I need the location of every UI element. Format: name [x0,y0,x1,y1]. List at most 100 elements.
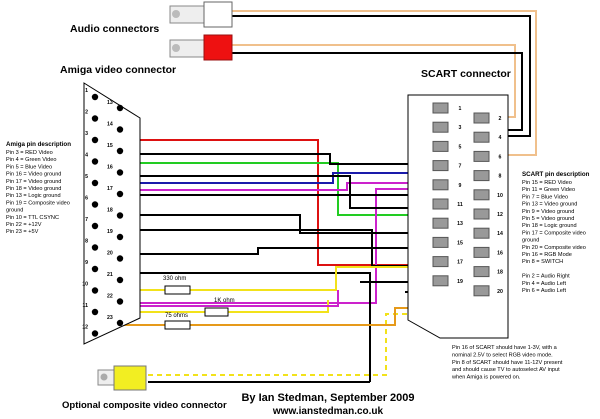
blue-video-wire [95,172,433,184]
scart-description-line: ground [522,238,539,244]
scart-description-line: Pin 17 = Composite video [522,230,586,236]
scart-description-line: Pin 20 = Composite video [522,245,586,251]
scart-pin-5 [432,140,449,152]
scart-pin-label: 19 [457,279,463,285]
resistor-75-ohms-label: 75 ohms [165,313,188,319]
amiga-pin-23 [116,319,124,327]
amiga-pin-14 [116,126,124,133]
amiga-pin-label: 1 [85,88,88,94]
red-video-wire [95,139,433,266]
amiga-pin-21 [116,276,124,284]
ground-wire-4 [120,214,433,234]
scart-connector-heading: SCART connector [421,68,511,80]
scart-description-line: Pin 7 = Blue Video [522,194,568,200]
scart-pin-label: 16 [497,250,503,256]
note-line: when Amiga is powered on. [451,375,521,381]
audio-wire-white [232,10,537,156]
scart-pin-label: 18 [497,270,503,276]
amiga-pin-7 [91,222,99,230]
scart-pin-label: 7 [459,164,462,170]
scart-description-line: Pin 4 = Audio Left [522,281,566,287]
scart-description-line: Pin 11 = Green Video [522,187,575,193]
amiga-pin-label: 3 [85,131,88,137]
scart-pin-label: 14 [497,231,503,237]
audio-plug-white [169,1,233,28]
amiga-pin-12 [91,330,99,337]
amiga-pin-1 [91,93,99,101]
amiga-video-connector-heading: Amiga video connector [60,64,176,76]
note-line: and should cause TV to autoselect AV inp… [452,367,560,373]
amiga-pin-18 [116,212,124,219]
amiga-description-line: Pin 10 = TTL CSYNC [6,215,59,221]
amiga-pin-5 [91,179,99,187]
amiga-pin-4 [91,158,99,165]
scart-pin-label: 10 [497,193,503,199]
note-line: nominal 2.5V to select RGB video mode. [452,352,553,358]
scart-pin-label: 3 [459,125,462,131]
scart-pin-label: 12 [497,212,503,218]
audio-plug-red [169,34,233,61]
amiga-pin-label: 15 [107,143,113,149]
scart-pin-label: 9 [459,183,462,189]
scart-description-line: Pin 15 = RED Video [522,180,572,186]
amiga-pin-label: 7 [85,217,88,223]
scart-pin-6 [473,150,490,162]
amiga-pin-label: 4 [85,153,88,159]
audio-black-wire-a [232,15,531,137]
amiga-description-line: Pin 18 = Video ground [6,186,61,192]
scart-pin-13 [432,217,449,229]
scart-pin-19 [432,275,449,287]
scart-pin-18 [473,266,490,278]
amiga-pin-13 [116,104,124,112]
scart-description-line: Pin 9 = Video ground [522,209,574,215]
amiga-pin-label: 16 [107,165,113,171]
scart-pin-12 [473,208,490,220]
amiga-pin-label: 8 [85,239,88,245]
amiga-pin-label: 14 [107,122,113,128]
amiga-pin-label: 6 [85,196,88,202]
amiga-description-line: Pin 23 = +5V [6,229,39,235]
scart-pin-11 [432,198,449,210]
magenta-mid-wire [120,290,339,307]
amiga-pin-11 [91,308,99,316]
amiga-pin-label: 21 [107,272,113,278]
scart-pin-label: 15 [457,240,463,246]
scart-pin-label: 8 [499,174,502,180]
website-url: www.ianstedman.co.uk [272,406,384,417]
credit-line: By Ian Stedman, September 2009 [241,392,414,404]
ground-wire-6 [120,247,433,255]
amiga-pin-label: 2 [85,110,88,116]
scart-pin-16 [473,246,490,258]
scart-description-line: Pin 2 = Audio Right [522,274,570,280]
amiga-pin-8 [91,244,99,251]
scart-description-line: Pin 6 = Audio Left [522,288,566,294]
amiga-pin-label: 5 [85,174,88,180]
ground-wire-1 [95,153,433,165]
amiga-description-line: Pin 17 = Video ground [6,179,61,185]
amiga-pin-label: 11 [83,303,89,309]
amiga-description-line: Pin 22 = +12V [6,222,42,228]
amiga-description-line: Pin 4 = Green Video [6,157,56,163]
scart-pin-20 [473,285,490,297]
scart-pin-14 [473,227,490,239]
scart-pin-4 [473,131,490,143]
scart-pin-description-title: SCART pin description [522,171,590,178]
scart-pin-label: 1 [459,106,462,112]
scart-pin-9 [432,179,449,191]
amiga-pin-16 [116,169,124,176]
resistor-330-ohm [164,285,191,295]
scart-description-line: Pin 13 = Video ground [522,202,577,208]
scart-pin-label: 13 [457,221,463,227]
scart-description-line: Pin 8 = SWITCH [522,259,563,265]
scart-pin-10 [473,189,490,201]
resistor-75-ohms [164,320,191,330]
resistor-330-ohm-label: 330 ohm [163,276,186,282]
scart-notes: Pin 16 of SCART should have 1-3V, with a… [451,345,563,381]
amiga-pin-label: 17 [107,186,113,192]
scart-pin-1 [432,102,449,114]
amiga-pin-17 [116,190,124,198]
